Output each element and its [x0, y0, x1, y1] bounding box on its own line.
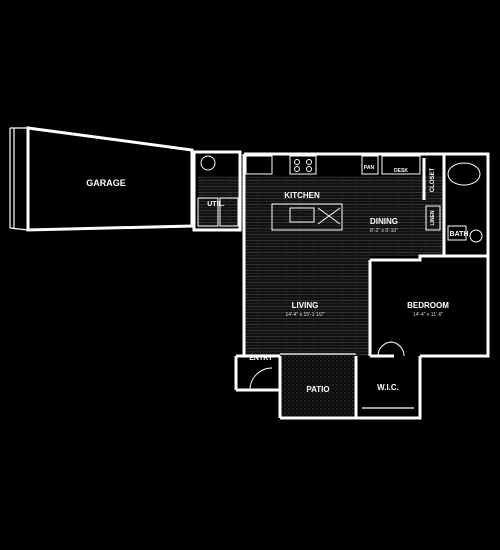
bathtub-icon	[447, 162, 481, 186]
vanity-icon	[447, 225, 467, 241]
closet-label: CLOSET	[430, 168, 436, 193]
toilet-icon	[469, 229, 483, 243]
garage	[9, 126, 194, 232]
water-heater-icon	[200, 155, 216, 171]
washer-icon	[197, 197, 219, 227]
sink-icon	[289, 207, 315, 223]
patio-label: PATIO	[306, 385, 329, 394]
walk-in-closet	[354, 356, 422, 420]
dining-label: DINING	[370, 217, 398, 226]
desk-label: DESK	[394, 168, 408, 174]
living-label: LIVING	[292, 301, 319, 310]
kitchen-fixtures	[245, 155, 421, 231]
utility-room	[192, 150, 242, 232]
kitchen-island	[271, 203, 343, 231]
living-dims: 14'-4" x 15'-1 1/2"	[285, 312, 324, 318]
bedroom-dims: 14'-4" x 11'-6"	[413, 312, 444, 318]
dryer-icon	[219, 197, 239, 227]
room-labels: GARAGE UTIL. KITCHEN PAN DESK CLOSET DIN…	[86, 165, 468, 394]
garage-label: GARAGE	[86, 178, 126, 188]
linen-label: LINEN	[430, 210, 436, 225]
cooktop-icon	[289, 155, 317, 175]
wic-label: W.I.C.	[377, 383, 399, 392]
entry-label: ENTRY	[249, 355, 273, 362]
bedroom-label: BEDROOM	[407, 301, 449, 310]
entry-door	[249, 367, 273, 391]
floor-hatching	[198, 176, 444, 418]
util-label: UTIL.	[207, 201, 225, 208]
dining-dims: 8'-2" x 9'-10"	[370, 228, 398, 234]
bath-label: BATH	[450, 231, 469, 238]
pan-label: PAN	[364, 165, 375, 171]
kitchen-label: KITCHEN	[284, 191, 320, 200]
bedroom	[368, 254, 490, 358]
